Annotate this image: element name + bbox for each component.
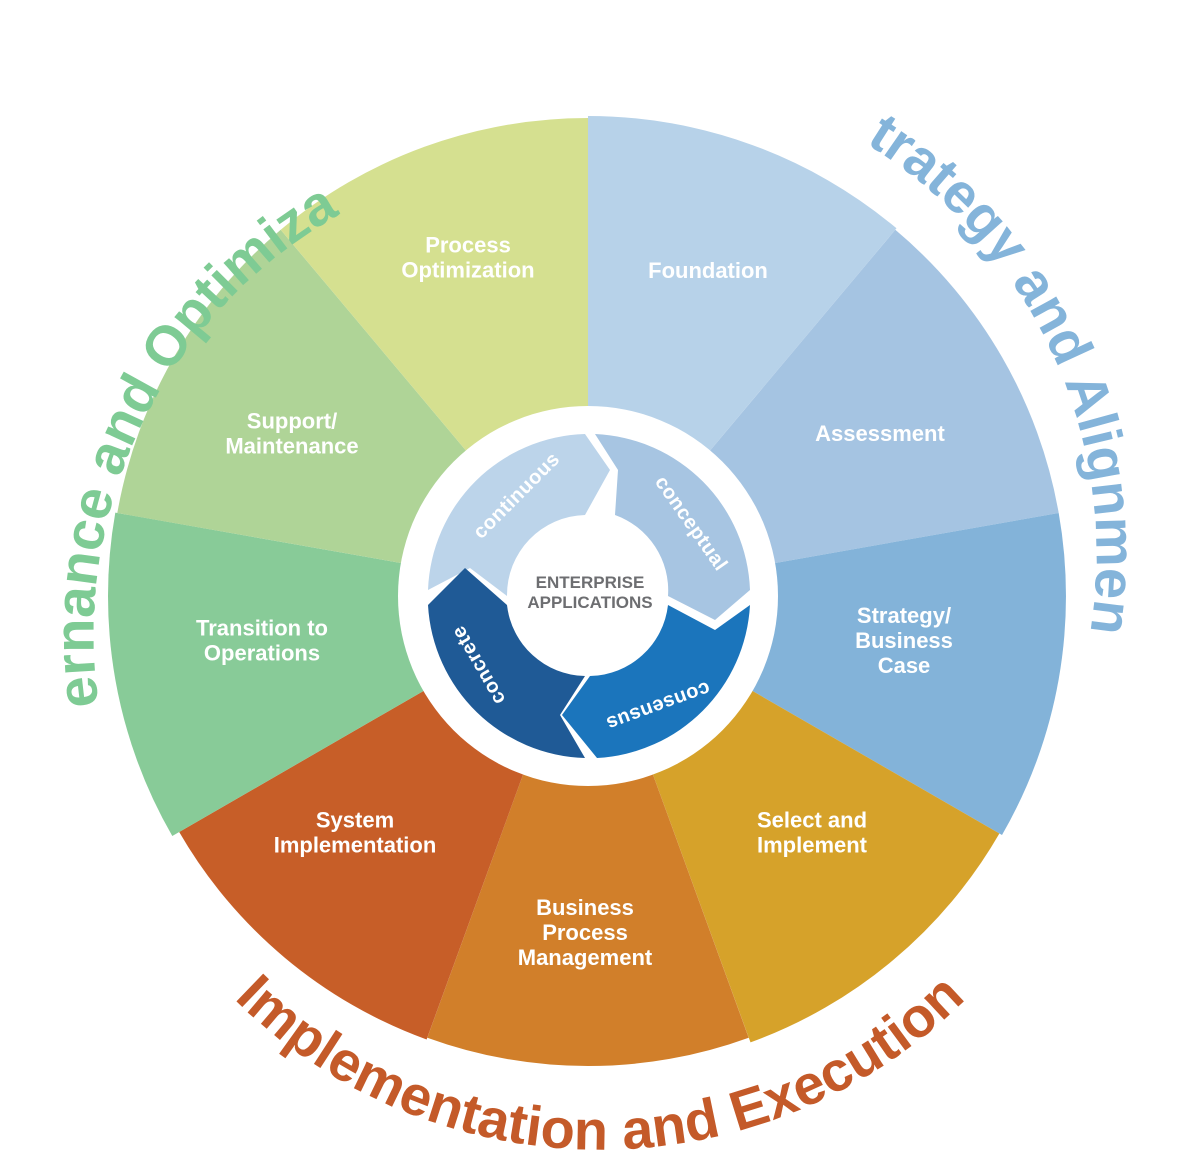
cycle-arrow-conceptual xyxy=(595,434,750,620)
center-title-line1: ENTERPRISE xyxy=(536,573,645,592)
segment-label-7: Support/Maintenance xyxy=(225,409,358,459)
cycle-arrow-continuous xyxy=(428,434,610,596)
center-hub xyxy=(510,518,666,674)
segment-label-1: Assessment xyxy=(815,421,945,446)
cycle-arrow-concrete xyxy=(428,568,585,758)
cycle-arrow-consensus xyxy=(562,605,750,758)
center-title-line2: APPLICATIONS xyxy=(527,593,652,612)
segment-label-0: Foundation xyxy=(648,258,768,283)
wheel-segment-business-process-management xyxy=(427,596,749,1067)
